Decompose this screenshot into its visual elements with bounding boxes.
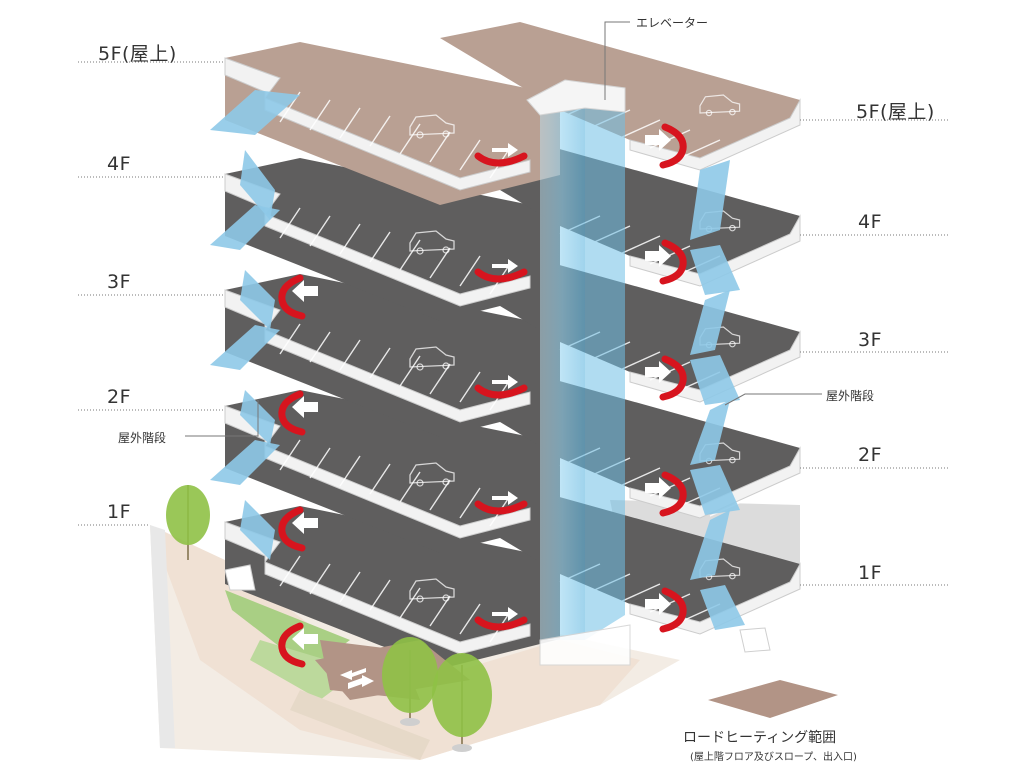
parking-line (619, 119, 661, 139)
elevator-shaft (526, 79, 631, 666)
parking-line (339, 339, 361, 371)
legend-subtitle: (屋上階フロア及びスロープ、出入口) (690, 752, 857, 763)
parking-line (399, 471, 421, 503)
floor-slab-edge (629, 330, 801, 403)
floor-slab-edge (629, 446, 801, 519)
parking-line (279, 323, 301, 355)
floor-label-right-5f: 5F(屋上) (856, 101, 935, 123)
floor-label-left-2f: 2F (107, 386, 132, 408)
parking-line (399, 355, 421, 387)
parking-line (369, 231, 391, 263)
parking-line (619, 583, 661, 603)
parking-line (399, 587, 421, 619)
parking-line (339, 455, 361, 487)
floor-deck-left (225, 274, 560, 437)
parking-line (399, 123, 421, 155)
trees (166, 485, 492, 752)
parking-line (369, 115, 391, 147)
parking-line (369, 463, 391, 495)
parking-line (339, 107, 361, 139)
parking-line (619, 351, 661, 371)
floor-label-left-1f: 1F (107, 501, 132, 523)
floor-label-right-4f: 4F (858, 211, 883, 233)
parking-line (339, 223, 361, 255)
parking-line (399, 239, 421, 271)
floor-deck-left (225, 506, 560, 669)
floor-label-right-3f: 3F (858, 329, 883, 351)
parking-line (459, 603, 481, 635)
outdoor-stairs-left (210, 90, 300, 591)
parking-line (339, 571, 361, 603)
entrance-arrows (340, 668, 374, 689)
floor-deck-left (225, 158, 560, 321)
elevator-callout: エレベーター (636, 16, 709, 30)
floor-label-right-2f: 2F (858, 444, 883, 466)
legend-title: ロードヒーティング範囲 (683, 730, 837, 746)
floor-label-left-3f: 3F (107, 271, 132, 293)
parking-line (459, 487, 481, 519)
floor-label-left-4f: 4F (107, 153, 132, 175)
parking-line (309, 563, 331, 595)
outdoor-stairs-callout-left: 屋外階段 (118, 431, 167, 445)
floor-label-left-5f: 5F(屋上) (98, 43, 177, 65)
parking-line (459, 139, 481, 171)
parking-line (309, 99, 331, 131)
outdoor-stairs-callout-right: 屋外階段 (826, 389, 875, 403)
parking-line (619, 467, 661, 487)
floor-label-right-1f: 1F (858, 562, 883, 584)
floor-deck-left (225, 390, 560, 553)
floor-slab-edge (629, 98, 801, 171)
parking-line (459, 255, 481, 287)
leader-lines (78, 21, 948, 586)
parking-line (279, 555, 301, 587)
parking-line (279, 207, 301, 239)
parking-line (369, 347, 391, 379)
parking-line (309, 331, 331, 363)
floor-deck-left (225, 42, 560, 205)
floor-slab-edge (629, 562, 801, 635)
outdoor-stairs-right (690, 160, 771, 653)
floor-slab-edge (224, 57, 531, 191)
parking-line (619, 235, 661, 255)
parking-line (309, 447, 331, 479)
parking-line (279, 439, 301, 471)
parking-line (369, 579, 391, 611)
parking-line (679, 139, 721, 159)
parking-line (459, 371, 481, 403)
floor-slab-edge (629, 214, 801, 287)
parking-line (309, 215, 331, 247)
legend-swatch (708, 680, 838, 718)
